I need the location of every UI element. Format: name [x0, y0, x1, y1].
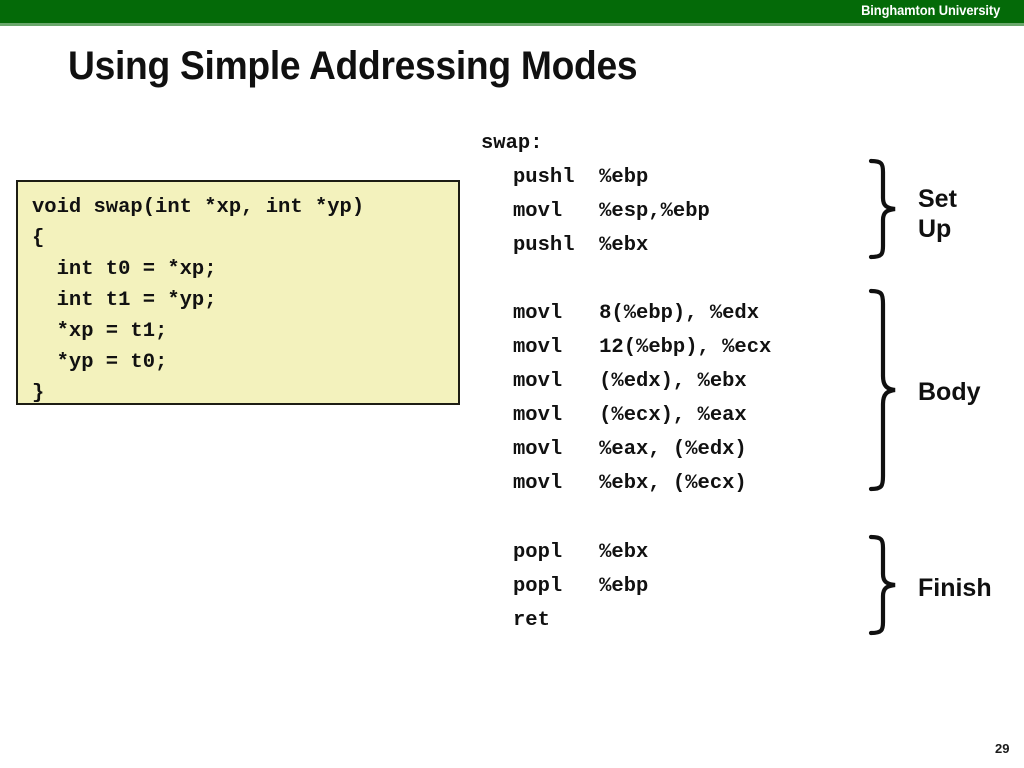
- group-label-finish: Finish: [918, 574, 992, 602]
- assembly-finish-code: popl %ebx popl %ebp ret: [513, 541, 649, 632]
- curly-brace-icon: [868, 288, 896, 492]
- assembly-body-code: movl 8(%ebp), %edx movl 12(%ebp), %ecx m…: [513, 302, 772, 495]
- curly-brace-icon: [868, 158, 896, 260]
- brace-body: [868, 288, 902, 500]
- curly-brace-icon: [868, 534, 896, 636]
- c-code-text: void swap(int *xp, int *yp) { int t0 = *…: [32, 196, 365, 405]
- brace-finish: [868, 534, 902, 636]
- assembly-function-label: swap:: [481, 132, 543, 155]
- top-banner: [0, 0, 1024, 23]
- page-number: 29: [995, 741, 1010, 756]
- brace-setup: [868, 158, 902, 260]
- page-title: Using Simple Addressing Modes: [68, 44, 638, 88]
- banner-underline: [0, 23, 1024, 26]
- assembly-setup-code: pushl %ebp movl %esp,%ebp pushl %ebx: [513, 166, 710, 257]
- group-label-setup: Set Up: [918, 185, 957, 243]
- group-label-body: Body: [918, 378, 981, 406]
- c-code-box: void swap(int *xp, int *yp) { int t0 = *…: [16, 180, 460, 405]
- institution-name: Binghamton University: [860, 2, 1000, 18]
